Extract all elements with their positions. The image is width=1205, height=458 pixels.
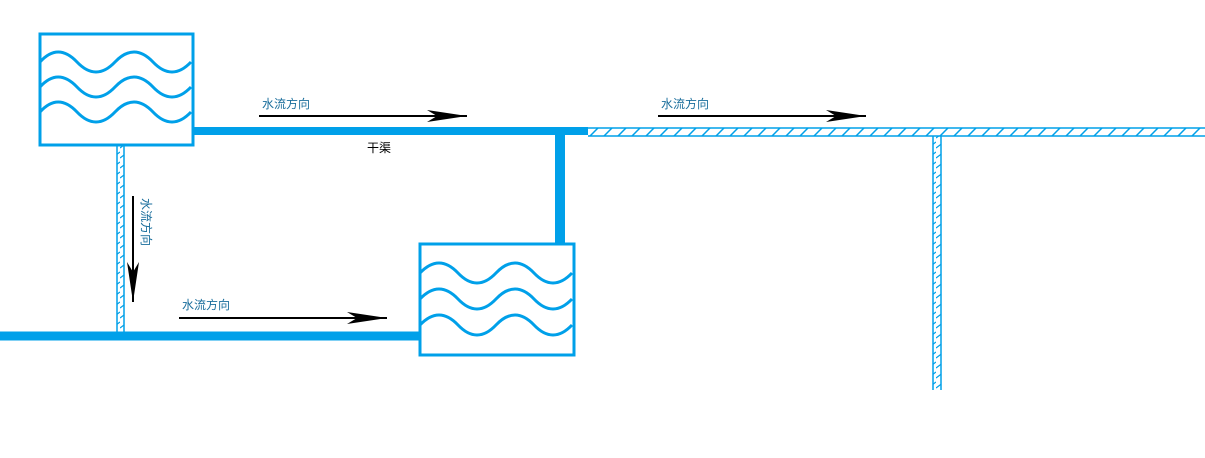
- flow-label-lower: 水流方向: [182, 297, 230, 312]
- main-canal-label: 干渠: [367, 141, 391, 155]
- flow-label-right: 水流方向: [661, 96, 709, 111]
- wave-pool-icon: [38, 50, 193, 124]
- flow-label-vertical: 水流方向: [139, 198, 154, 246]
- hatched-canal-right: [588, 127, 1205, 137]
- reservoir-lower-middle: [418, 242, 576, 357]
- flow-label-main: 水流方向: [262, 96, 310, 111]
- reservoir-upper-left: [38, 32, 195, 147]
- wave-pool-icon: [418, 261, 574, 337]
- hatched-branch-right: [932, 136, 942, 390]
- hatched-canal-left: [116, 146, 125, 332]
